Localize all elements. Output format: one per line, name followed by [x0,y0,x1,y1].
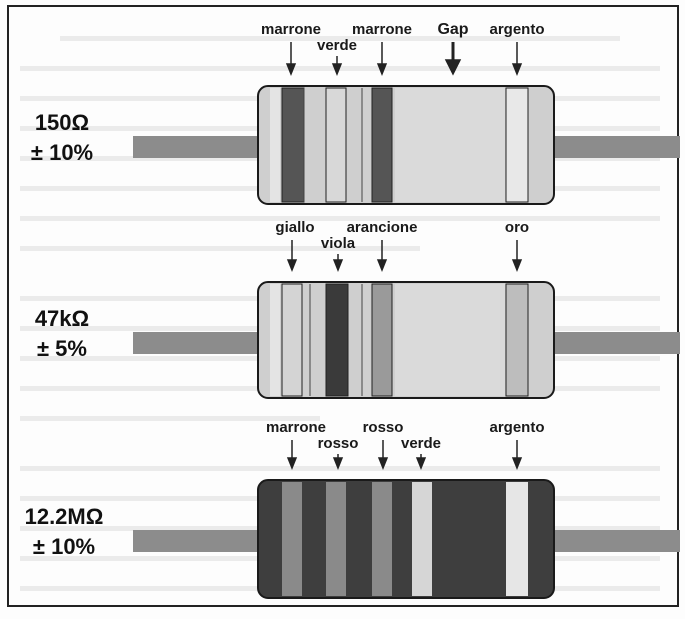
label-band-3: arancione [347,219,418,236]
gap-region [395,88,505,202]
highlight-stripe [270,88,280,202]
tolerance-value: ± 10% [31,140,93,165]
label-band-5: argento [489,419,544,436]
label-band-1: marrone [266,419,326,436]
band-marrone [282,482,302,596]
label-band-4: oro [505,219,529,236]
label-band-4: argento [489,21,544,38]
lead-left [133,332,263,354]
label-band-2: viola [321,235,356,252]
resistor-1: marrone verde marrone Gap argento 150Ω ±… [31,21,680,205]
resistor-2: giallo viola arancione oro 47kΩ ± 5% [35,219,680,399]
label-band-3: rosso [363,419,404,436]
highlight-stripe [270,284,280,396]
label-gap: Gap [437,21,468,38]
band-viola [325,283,349,397]
label-band-2: verde [317,37,357,54]
pointer-arrows [286,440,523,471]
lead-right [550,332,680,354]
band-verde [412,482,432,596]
resistor-3: marrone rosso rosso verde argento 12.2MΩ… [25,419,680,599]
frame-border [7,5,679,607]
gap-region [395,284,505,396]
label-band-3: marrone [352,21,412,38]
lead-right [550,530,680,552]
band-giallo [281,283,303,397]
label-band-1: marrone [261,21,321,38]
resistance-value: 12.2MΩ [25,504,104,529]
label-band-2: rosso [318,435,359,452]
band-arancione [371,283,393,397]
label-band-4: verde [401,435,441,452]
tolerance-value: ± 5% [37,336,87,361]
resistance-value: 47kΩ [35,306,89,331]
label-band-1: giallo [275,219,314,236]
resistance-value: 150Ω [35,110,89,135]
lead-left [133,530,263,552]
pointer-arrows [286,240,523,273]
band-marrone-2 [371,87,393,203]
band-rosso [326,482,346,596]
band-marrone [281,87,305,203]
band-verde [325,87,347,203]
lead-right [550,136,680,158]
band-rosso-2 [372,482,392,596]
band-argento [506,482,528,596]
pointer-arrows [285,42,523,77]
lead-left [133,136,263,158]
tolerance-value: ± 10% [33,534,95,559]
band-argento [505,87,529,203]
band-oro [505,283,529,397]
